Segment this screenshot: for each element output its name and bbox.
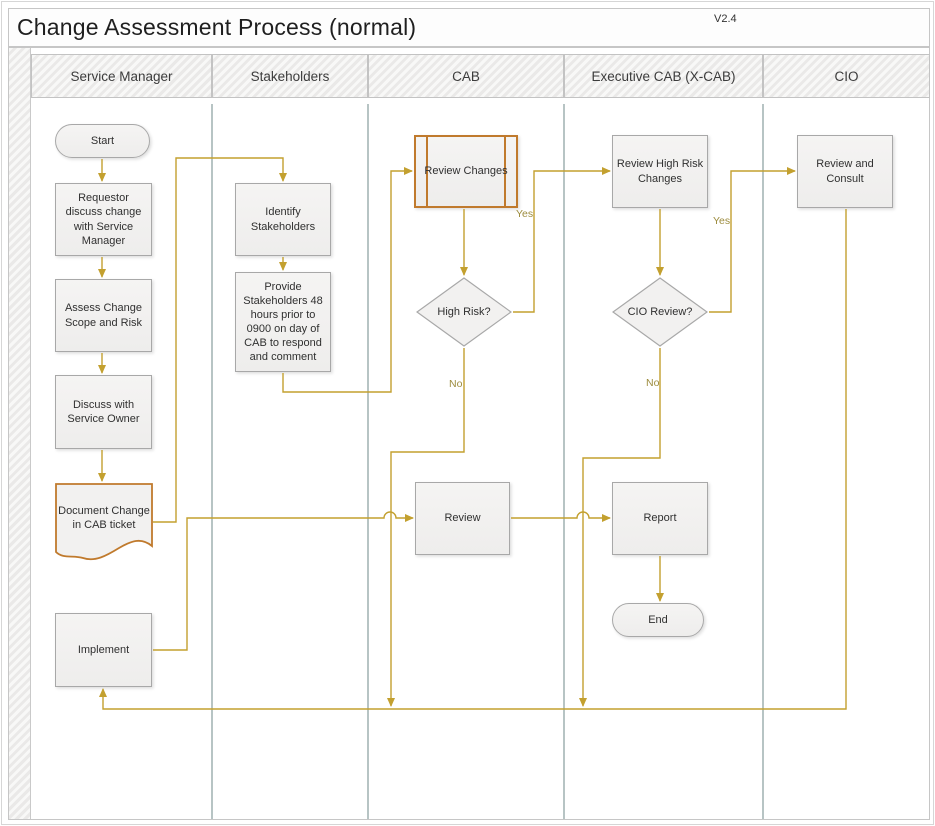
node-label: Requestor discuss change with Service Ma… <box>65 192 142 247</box>
lane-header-cab: CAB <box>368 54 564 98</box>
node-start: Start <box>55 124 150 158</box>
lane-divider <box>367 104 369 819</box>
edge-label-high-risk-no: No <box>449 378 463 390</box>
version-label: V2.4 <box>714 13 737 25</box>
node-implement: Implement <box>55 613 152 687</box>
node-label: End <box>648 613 668 626</box>
swimlane-title-strip <box>9 48 31 819</box>
lane-header-stakeholders: Stakeholders <box>212 54 368 98</box>
edge-label-high-risk-yes: Yes <box>516 208 534 220</box>
lane-divider <box>762 104 764 819</box>
lane-header-executive-cab: Executive CAB (X-CAB) <box>564 54 763 98</box>
node-label: Review High Risk Changes <box>616 158 704 185</box>
node-label: Review and Consult <box>816 158 874 185</box>
node-label: Review Changes <box>424 165 508 178</box>
lane-label: CIO <box>834 68 859 84</box>
lane-label: Service Manager <box>70 68 173 84</box>
node-end: End <box>612 603 704 637</box>
lane-divider <box>211 104 213 819</box>
lane-label: Executive CAB (X-CAB) <box>591 68 736 84</box>
node-review-high-risk: Review High Risk Changes <box>612 135 708 208</box>
node-label: Report <box>643 512 677 525</box>
lane-header-service-manager: Service Manager <box>31 54 212 98</box>
node-report: Report <box>612 482 708 555</box>
node-cio-review-decision: CIO Review? <box>612 277 708 347</box>
lane-divider <box>563 104 565 819</box>
subprocess-inner-bar <box>504 137 506 206</box>
lane-header-cio: CIO <box>763 54 930 98</box>
node-high-risk-decision: High Risk? <box>416 277 512 347</box>
node-assess-change: Assess Change Scope and Risk <box>55 279 152 352</box>
subprocess-inner-bar <box>426 137 428 206</box>
diagram-title: Change Assessment Process (normal) <box>17 14 417 40</box>
lane-label: Stakeholders <box>250 68 330 84</box>
node-review-consult: Review and Consult <box>797 135 893 208</box>
title-bar: Change Assessment Process (normal) <box>8 8 930 47</box>
node-document-change: Document Change in CAB ticket <box>55 483 153 563</box>
node-label: Start <box>90 134 115 147</box>
node-requestor-discuss: Requestor discuss change with Service Ma… <box>55 183 152 256</box>
node-label: High Risk? <box>437 305 491 318</box>
node-label: Implement <box>77 643 130 656</box>
node-label: Document Change in CAB ticket <box>58 504 150 531</box>
node-discuss-owner: Discuss with Service Owner <box>55 375 152 449</box>
lane-label: CAB <box>452 68 480 84</box>
node-label: Identify Stakeholders <box>250 206 316 233</box>
node-provide-stakeholders: Provide Stakeholders 48 hours prior to 0… <box>235 272 331 372</box>
node-label: CIO Review? <box>627 305 693 318</box>
node-review: Review <box>415 482 510 555</box>
edge-label-cio-review-no: No <box>646 377 660 389</box>
node-label: Provide Stakeholders 48 hours prior to 0… <box>243 280 323 364</box>
node-label: Review <box>444 512 481 525</box>
node-review-changes: Review Changes <box>414 135 518 208</box>
node-label: Discuss with Service Owner <box>67 398 140 425</box>
edge-label-cio-review-yes: Yes <box>713 215 731 227</box>
node-label: Assess Change Scope and Risk <box>64 302 143 329</box>
node-identify-stakeholders: Identify Stakeholders <box>235 183 331 256</box>
